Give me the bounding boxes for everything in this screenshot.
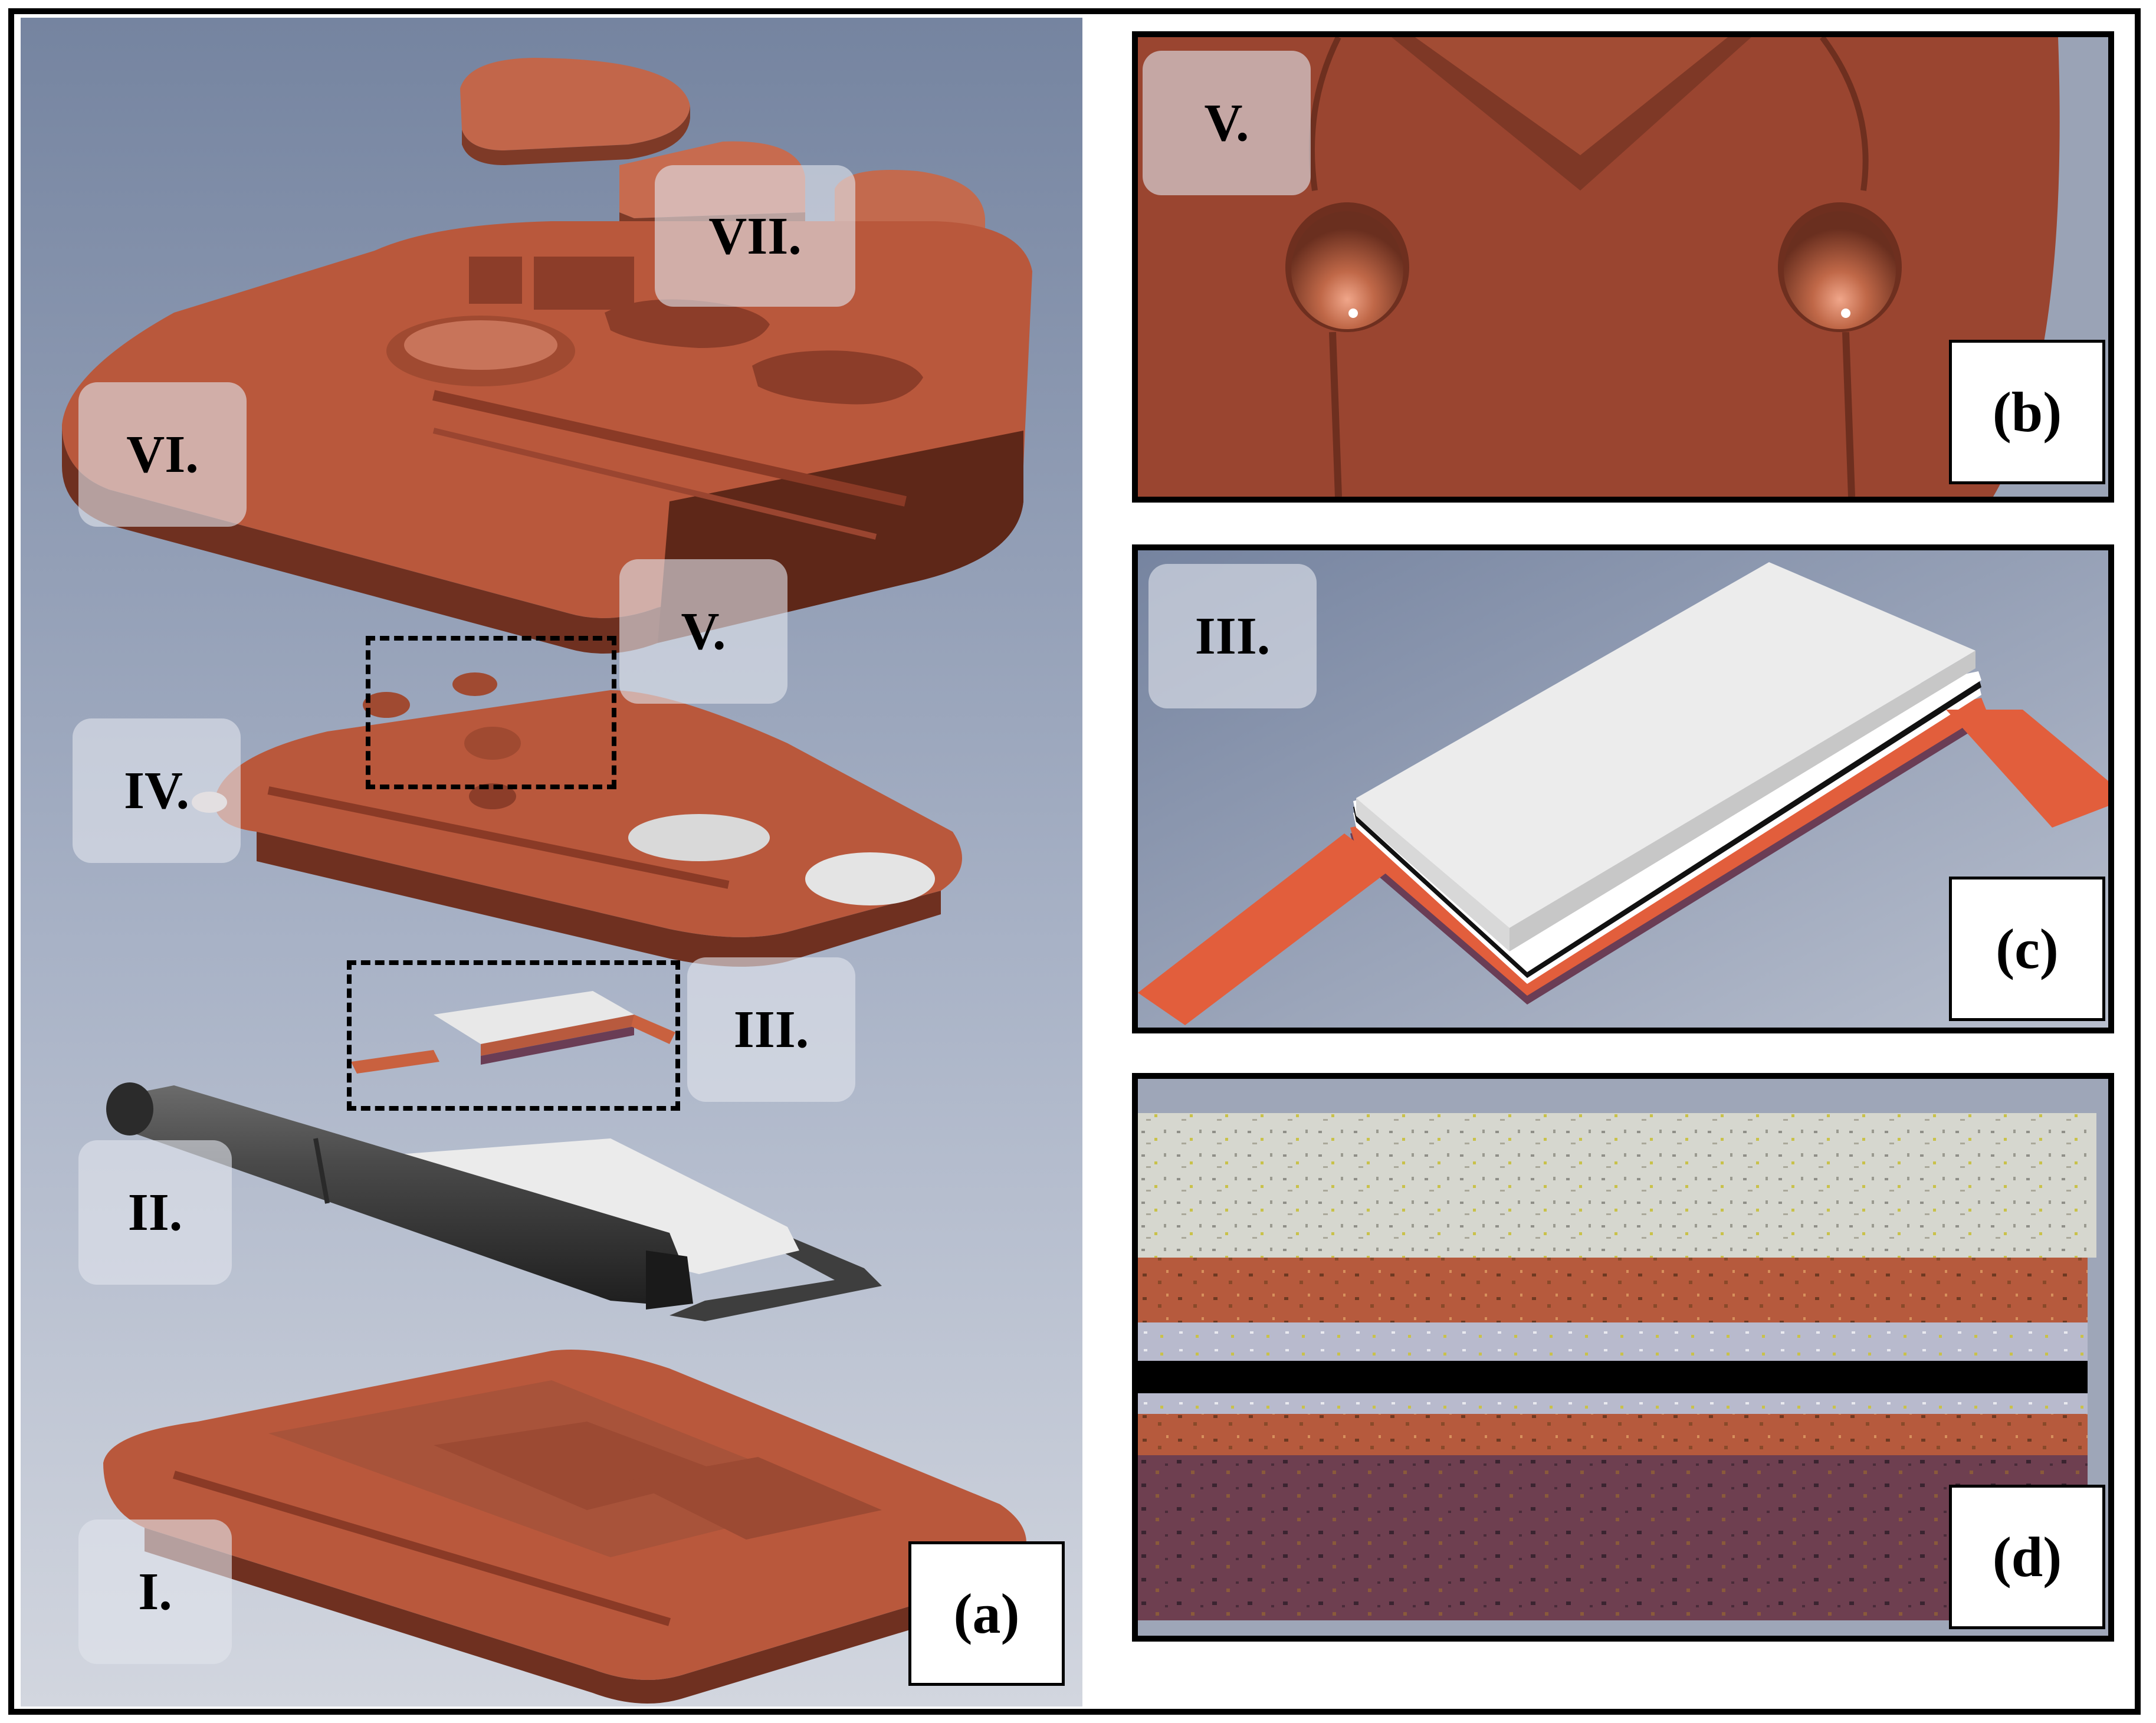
panel-a-letter: (a) — [908, 1541, 1065, 1686]
component-iv-middle-plate — [192, 672, 962, 967]
label-v: V. — [619, 559, 787, 704]
callout-box-iii — [347, 960, 680, 1111]
label-i: I. — [78, 1519, 232, 1664]
panel-b-letter: (b) — [1949, 340, 2105, 484]
panel-b-label: V. — [1143, 51, 1311, 195]
panel-a-exploded-view: VII. VI. V. IV. III. II. I. (a) — [21, 18, 1082, 1706]
panel-d-letter: (d) — [1949, 1485, 2105, 1629]
label-iii: III. — [687, 957, 855, 1102]
label-vii: VII. — [655, 165, 855, 307]
panel-c-letter: (c) — [1949, 877, 2105, 1021]
component-iii-electrode — [351, 991, 675, 1074]
label-vi: VI. — [78, 382, 247, 527]
callout-box-v — [366, 636, 616, 789]
label-iv: IV. — [73, 718, 241, 863]
panel-d-cross-section: (d) — [1132, 1073, 2114, 1642]
label-ii: II. — [78, 1140, 232, 1285]
closeup-iii-illustration — [1138, 550, 2108, 1028]
component-i-base — [103, 1350, 1026, 1704]
panel-b-closeup-v: V. (b) — [1132, 31, 2114, 503]
cross-section-stack-icon — [1138, 1079, 2108, 1636]
panel-c-label: III. — [1148, 564, 1317, 708]
component-ii-battery-pad — [106, 1082, 882, 1321]
exploded-view-illustration — [21, 18, 1082, 1706]
panel-c-closeup-iii: III. (c) — [1132, 544, 2114, 1033]
